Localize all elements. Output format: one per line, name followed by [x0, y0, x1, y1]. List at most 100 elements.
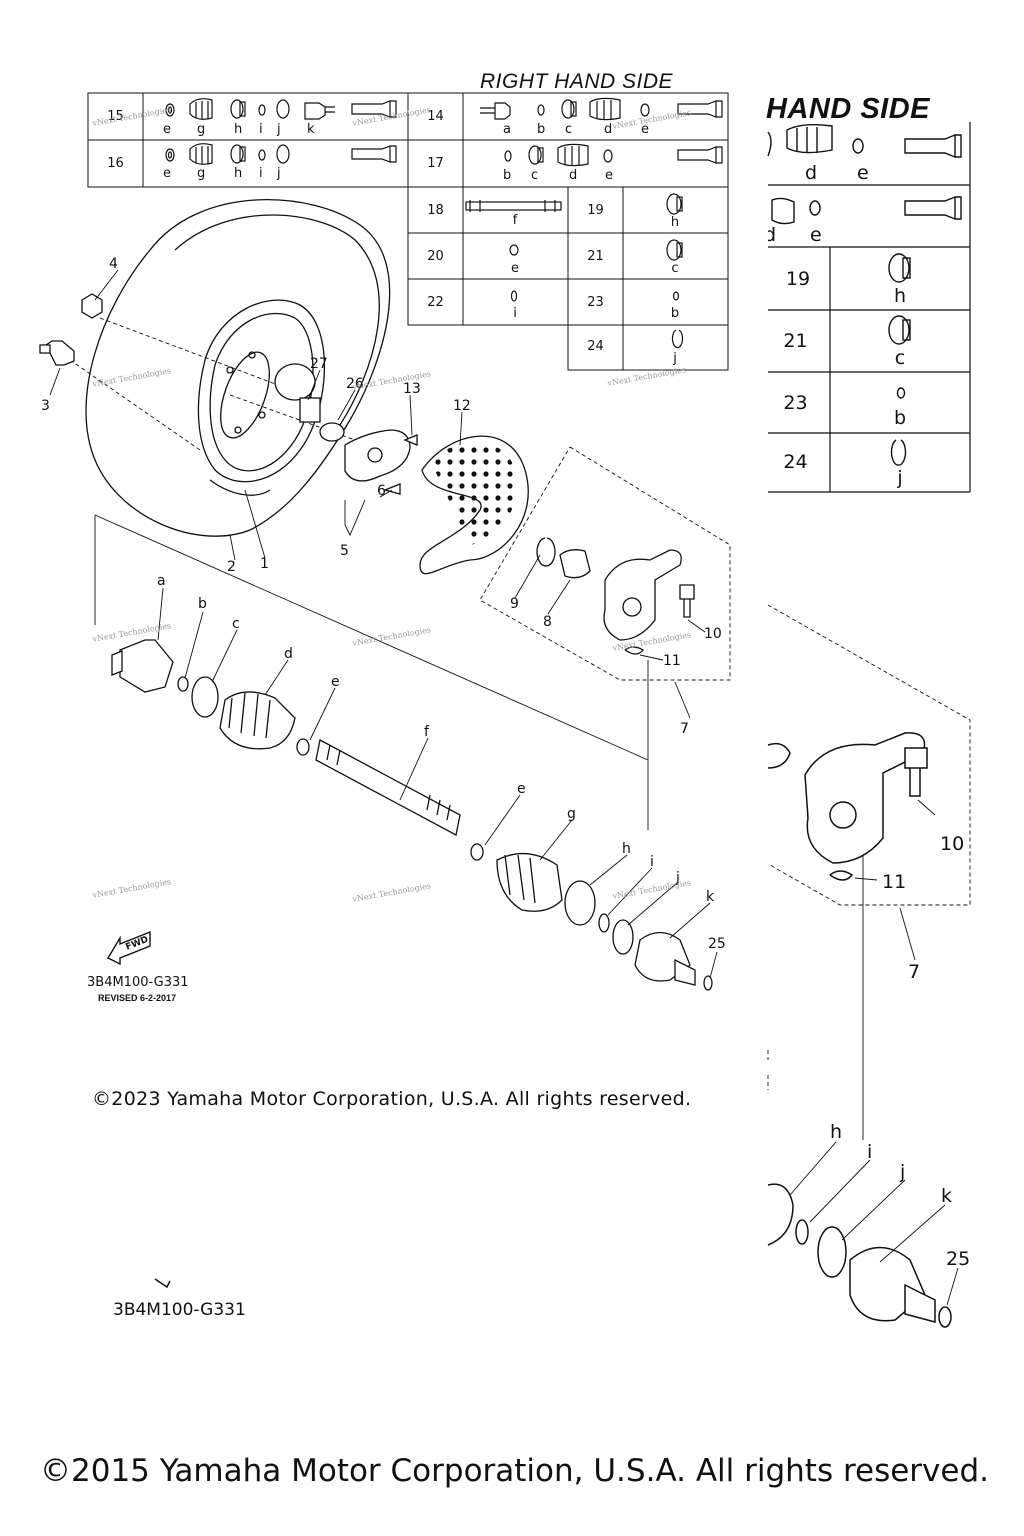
kit-letter: b	[537, 122, 546, 137]
kit-letter: j	[277, 122, 281, 137]
kit-letter: k	[307, 122, 315, 137]
label-e-right: e	[517, 781, 526, 797]
right-hand-side-header-zoomed: HAND SIDE	[766, 93, 931, 125]
kit-20-letter: e	[511, 260, 519, 276]
kit-row-16-number: 16	[107, 155, 124, 171]
kit-letter: h	[234, 122, 243, 137]
kit-19-number: 19	[587, 202, 604, 218]
kit-row-15-parts	[165, 98, 397, 120]
kit-letter: i	[259, 166, 263, 181]
diagram-code-large: 3B4M100-G331	[113, 1300, 246, 1320]
zoom-21-letter: c	[894, 347, 906, 369]
kit-row-14-number: 14	[427, 108, 444, 124]
label-e-left: e	[331, 674, 340, 690]
zoom-cv-joint	[767, 1183, 952, 1328]
zoom-letter-d: d	[805, 162, 818, 184]
callout-6: 6	[377, 483, 386, 499]
kit-letter: g	[197, 122, 206, 137]
callout-26: 26	[346, 376, 364, 392]
forward-arrow-icon	[107, 930, 151, 966]
copyright-2015: ©2015 Yamaha Motor Corporation, U.S.A. A…	[40, 1453, 989, 1489]
callout-8: 8	[543, 614, 552, 630]
kit-19-letter: h	[670, 214, 680, 230]
zoom-callout-7: 7	[908, 961, 920, 983]
zoom-callout-10: 10	[940, 833, 964, 855]
callout-7: 7	[680, 721, 689, 737]
zoom-label-k: k	[941, 1185, 952, 1207]
kit-letter: e	[163, 166, 171, 181]
label-k: k	[706, 889, 715, 905]
zoom-label-h: h	[830, 1121, 842, 1143]
label-d: d	[284, 646, 293, 662]
zoom-19-letter: h	[893, 285, 907, 307]
label-f: f	[424, 724, 430, 740]
zoom-table-parts	[767, 123, 962, 466]
label-b: b	[198, 596, 207, 612]
kit-18-number: 18	[427, 202, 444, 218]
kit-letter: d	[569, 168, 578, 183]
callout-13: 13	[403, 381, 421, 397]
kit-row-17-parts	[504, 143, 723, 167]
assembly-guide-lines	[94, 499, 864, 1140]
hub-parts	[39, 293, 529, 575]
kit-letter: j	[277, 166, 281, 181]
callout-5: 5	[340, 543, 349, 559]
exploded-view-guide-lines	[69, 317, 971, 1090]
kit-23-letter: b	[670, 305, 680, 321]
zoom-letter-d-cut: d	[768, 224, 776, 246]
kit-24-letter: j	[673, 350, 677, 366]
kit-letter: c	[565, 122, 573, 137]
callout-12: 12	[453, 398, 471, 414]
zoom-fwd-arrow-fragment-icon	[154, 1278, 171, 1289]
callout-2: 2	[227, 559, 236, 575]
leader-lines	[49, 269, 959, 1306]
label-g: g	[567, 806, 576, 822]
callout-3: 3	[41, 398, 50, 414]
label-j: j	[675, 870, 680, 886]
label-c: c	[232, 616, 240, 632]
callout-27: 27	[310, 356, 328, 372]
zoom-callout-25: 25	[946, 1248, 970, 1270]
callout-25: 25	[708, 936, 726, 952]
kit-row-17-number: 17	[427, 155, 444, 171]
callout-9: 9	[510, 596, 519, 612]
kit-letter: i	[259, 122, 263, 137]
kit-20-number: 20	[427, 248, 444, 264]
copyright-2023: ©2023 Yamaha Motor Corporation, U.S.A. A…	[92, 1088, 692, 1110]
kit-table	[87, 92, 729, 371]
kit-22-number: 22	[427, 294, 444, 310]
kit-21-number: 21	[587, 248, 604, 264]
kit-row-15-number: 15	[107, 108, 124, 124]
zoom-table	[768, 122, 971, 493]
zoom-23-number: 23	[783, 392, 808, 414]
callout-11: 11	[663, 653, 681, 669]
kit-letter: e	[605, 168, 613, 183]
kit-row-14-parts	[480, 97, 723, 121]
right-hand-side-header: RIGHT HAND SIDE	[480, 70, 674, 93]
label-h: h	[622, 841, 631, 857]
zoom-24-letter: j	[897, 467, 903, 489]
drive-shaft-assembly	[111, 639, 713, 991]
kit-small-parts	[465, 193, 684, 349]
kit-letter: g	[197, 166, 206, 181]
zoom-19-number: 19	[785, 268, 811, 290]
tire-and-wheel	[85, 198, 391, 537]
kit-18-letter: f	[512, 212, 518, 228]
callout-10: 10	[704, 626, 722, 642]
zoom-label-i: i	[867, 1141, 872, 1163]
kit-21-letter: c	[671, 260, 679, 276]
zoom-letter-e-2: e	[810, 224, 822, 246]
kit-letter: e	[641, 122, 649, 137]
kit-23-number: 23	[587, 294, 604, 310]
kit-24-number: 24	[587, 338, 604, 354]
kit-row-16-parts	[165, 143, 397, 165]
callout-4: 4	[109, 256, 118, 272]
revised-date: REVISED 6-2-2017	[98, 993, 177, 1003]
zoom-letter-e: e	[857, 162, 869, 184]
label-i: i	[650, 854, 654, 870]
zoom-label-j: j	[899, 1161, 905, 1183]
kit-22-letter: i	[513, 305, 517, 321]
zoom-knuckle	[767, 732, 928, 881]
kit-letter: a	[503, 122, 511, 137]
